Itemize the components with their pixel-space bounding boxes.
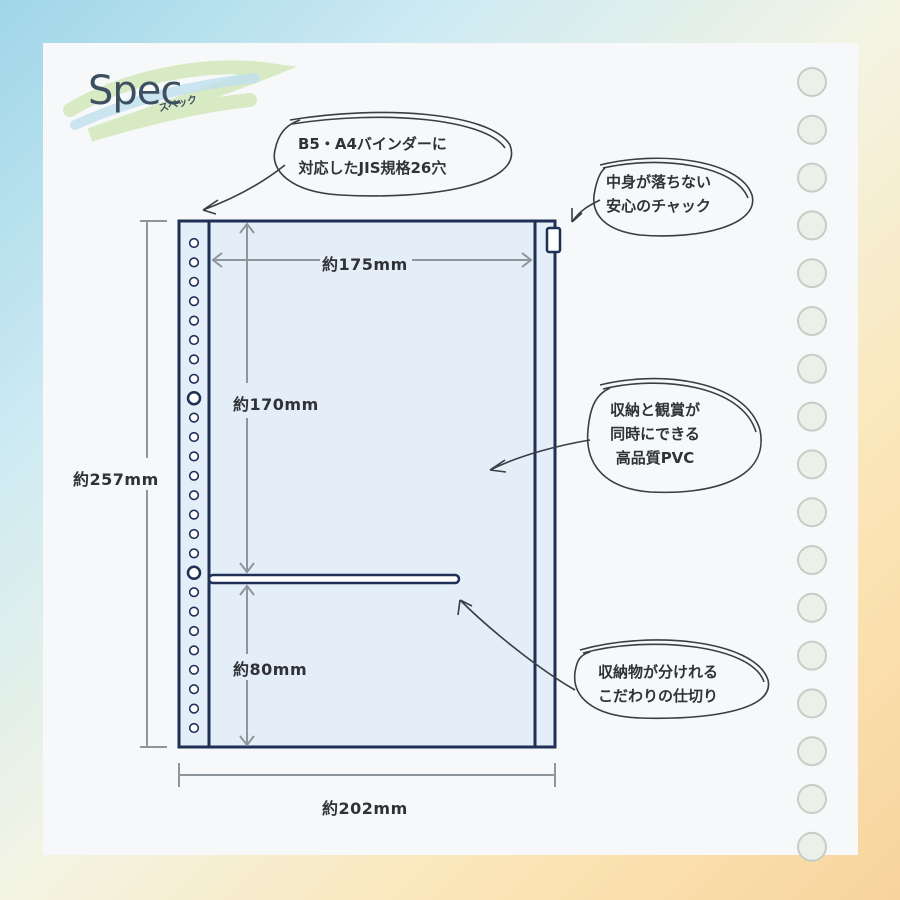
divider-line — [207, 573, 461, 585]
punch-hole — [188, 528, 200, 540]
callout-zipper-line1: 中身が落ちない — [606, 173, 712, 191]
callout-holes-line1: B5・A4バインダーに — [298, 135, 447, 153]
punch-hole — [188, 315, 200, 326]
arrow-divider — [457, 599, 576, 691]
callout-zipper: 中身が落ちない 安心のチャック — [606, 170, 711, 218]
binder-ring — [797, 210, 827, 241]
punch-hole — [188, 703, 200, 714]
binder-ring — [797, 784, 827, 814]
punch-hole — [188, 625, 200, 637]
callout-divider-line2: こだわりの仕切り — [598, 687, 719, 705]
callout-divider: 収納物が分けれる こだわりの仕切り — [598, 660, 718, 708]
binder-rings — [797, 67, 827, 862]
bubble-zipper-outline — [593, 157, 754, 237]
punch-hole — [188, 587, 200, 598]
bubble-holes-outline — [273, 111, 513, 197]
label-upper-height: 約170mm — [233, 395, 319, 414]
punch-hole — [188, 470, 200, 481]
punch-hole — [188, 431, 200, 443]
punch-hole — [188, 606, 200, 617]
binder-ring — [797, 640, 827, 671]
binder-ring — [797, 306, 827, 336]
bubble-divider-outline — [573, 639, 770, 720]
punch-hole — [188, 509, 200, 520]
punch-hole — [188, 722, 200, 734]
callout-holes-line2: 対応したJIS規格26穴 — [298, 159, 447, 177]
sleeve-outline — [177, 219, 557, 749]
binder-ring — [797, 114, 827, 145]
label-inner-width: 約175mm — [322, 255, 408, 274]
punch-hole — [188, 354, 200, 365]
callout-pvc-line3: 高品質PVC — [615, 449, 695, 467]
arrow-pvc — [489, 439, 591, 473]
label-lower-height: 約80mm — [233, 660, 308, 679]
punch-hole — [188, 490, 200, 501]
binder-ring — [797, 449, 827, 480]
callout-pvc: 収納と観賞が 同時にできる 高品質PVC — [610, 398, 700, 470]
punch-hole — [188, 412, 200, 423]
page-title: Spec — [88, 68, 182, 114]
punch-hole — [186, 390, 202, 406]
callout-pvc-line1: 収納と観賞が — [610, 401, 701, 419]
punch-hole — [188, 451, 200, 462]
callout-zipper-line2: 安心のチャック — [606, 197, 711, 215]
binder-ring — [797, 831, 827, 862]
title-brush-stroke — [63, 60, 297, 142]
binder-ring — [797, 497, 827, 528]
punch-hole — [188, 276, 200, 287]
punch-holes — [186, 237, 202, 734]
binder-ring — [797, 162, 827, 193]
binder-ring — [797, 258, 827, 289]
punch-hole — [188, 684, 200, 695]
binder-ring — [797, 688, 827, 719]
label-total-height: 約257mm — [73, 470, 159, 489]
punch-hole — [188, 645, 200, 656]
callout-divider-line1: 収納物が分けれる — [598, 663, 719, 681]
punch-hole — [188, 664, 200, 675]
arrow-holes — [202, 164, 286, 215]
punch-hole — [188, 296, 200, 307]
callout-pvc-line2: 同時にできる — [610, 425, 700, 443]
zipper-slider — [545, 226, 562, 254]
binder-ring — [797, 545, 827, 575]
label-total-width: 約202mm — [322, 799, 408, 818]
binder-ring — [797, 401, 827, 432]
binder-ring — [797, 353, 827, 384]
punch-hole — [188, 548, 200, 559]
punch-hole — [188, 373, 200, 384]
punch-hole — [188, 257, 200, 268]
callout-holes: B5・A4バインダーに 対応したJIS規格26穴 — [298, 132, 447, 180]
punch-hole — [186, 565, 202, 581]
punch-hole — [188, 334, 200, 346]
arrow-zipper — [571, 199, 601, 223]
binder-ring — [797, 736, 827, 767]
binder-ring — [797, 592, 827, 623]
bubble-pvc-outline — [586, 377, 762, 494]
binder-ring — [797, 67, 827, 97]
punch-hole — [188, 237, 200, 249]
